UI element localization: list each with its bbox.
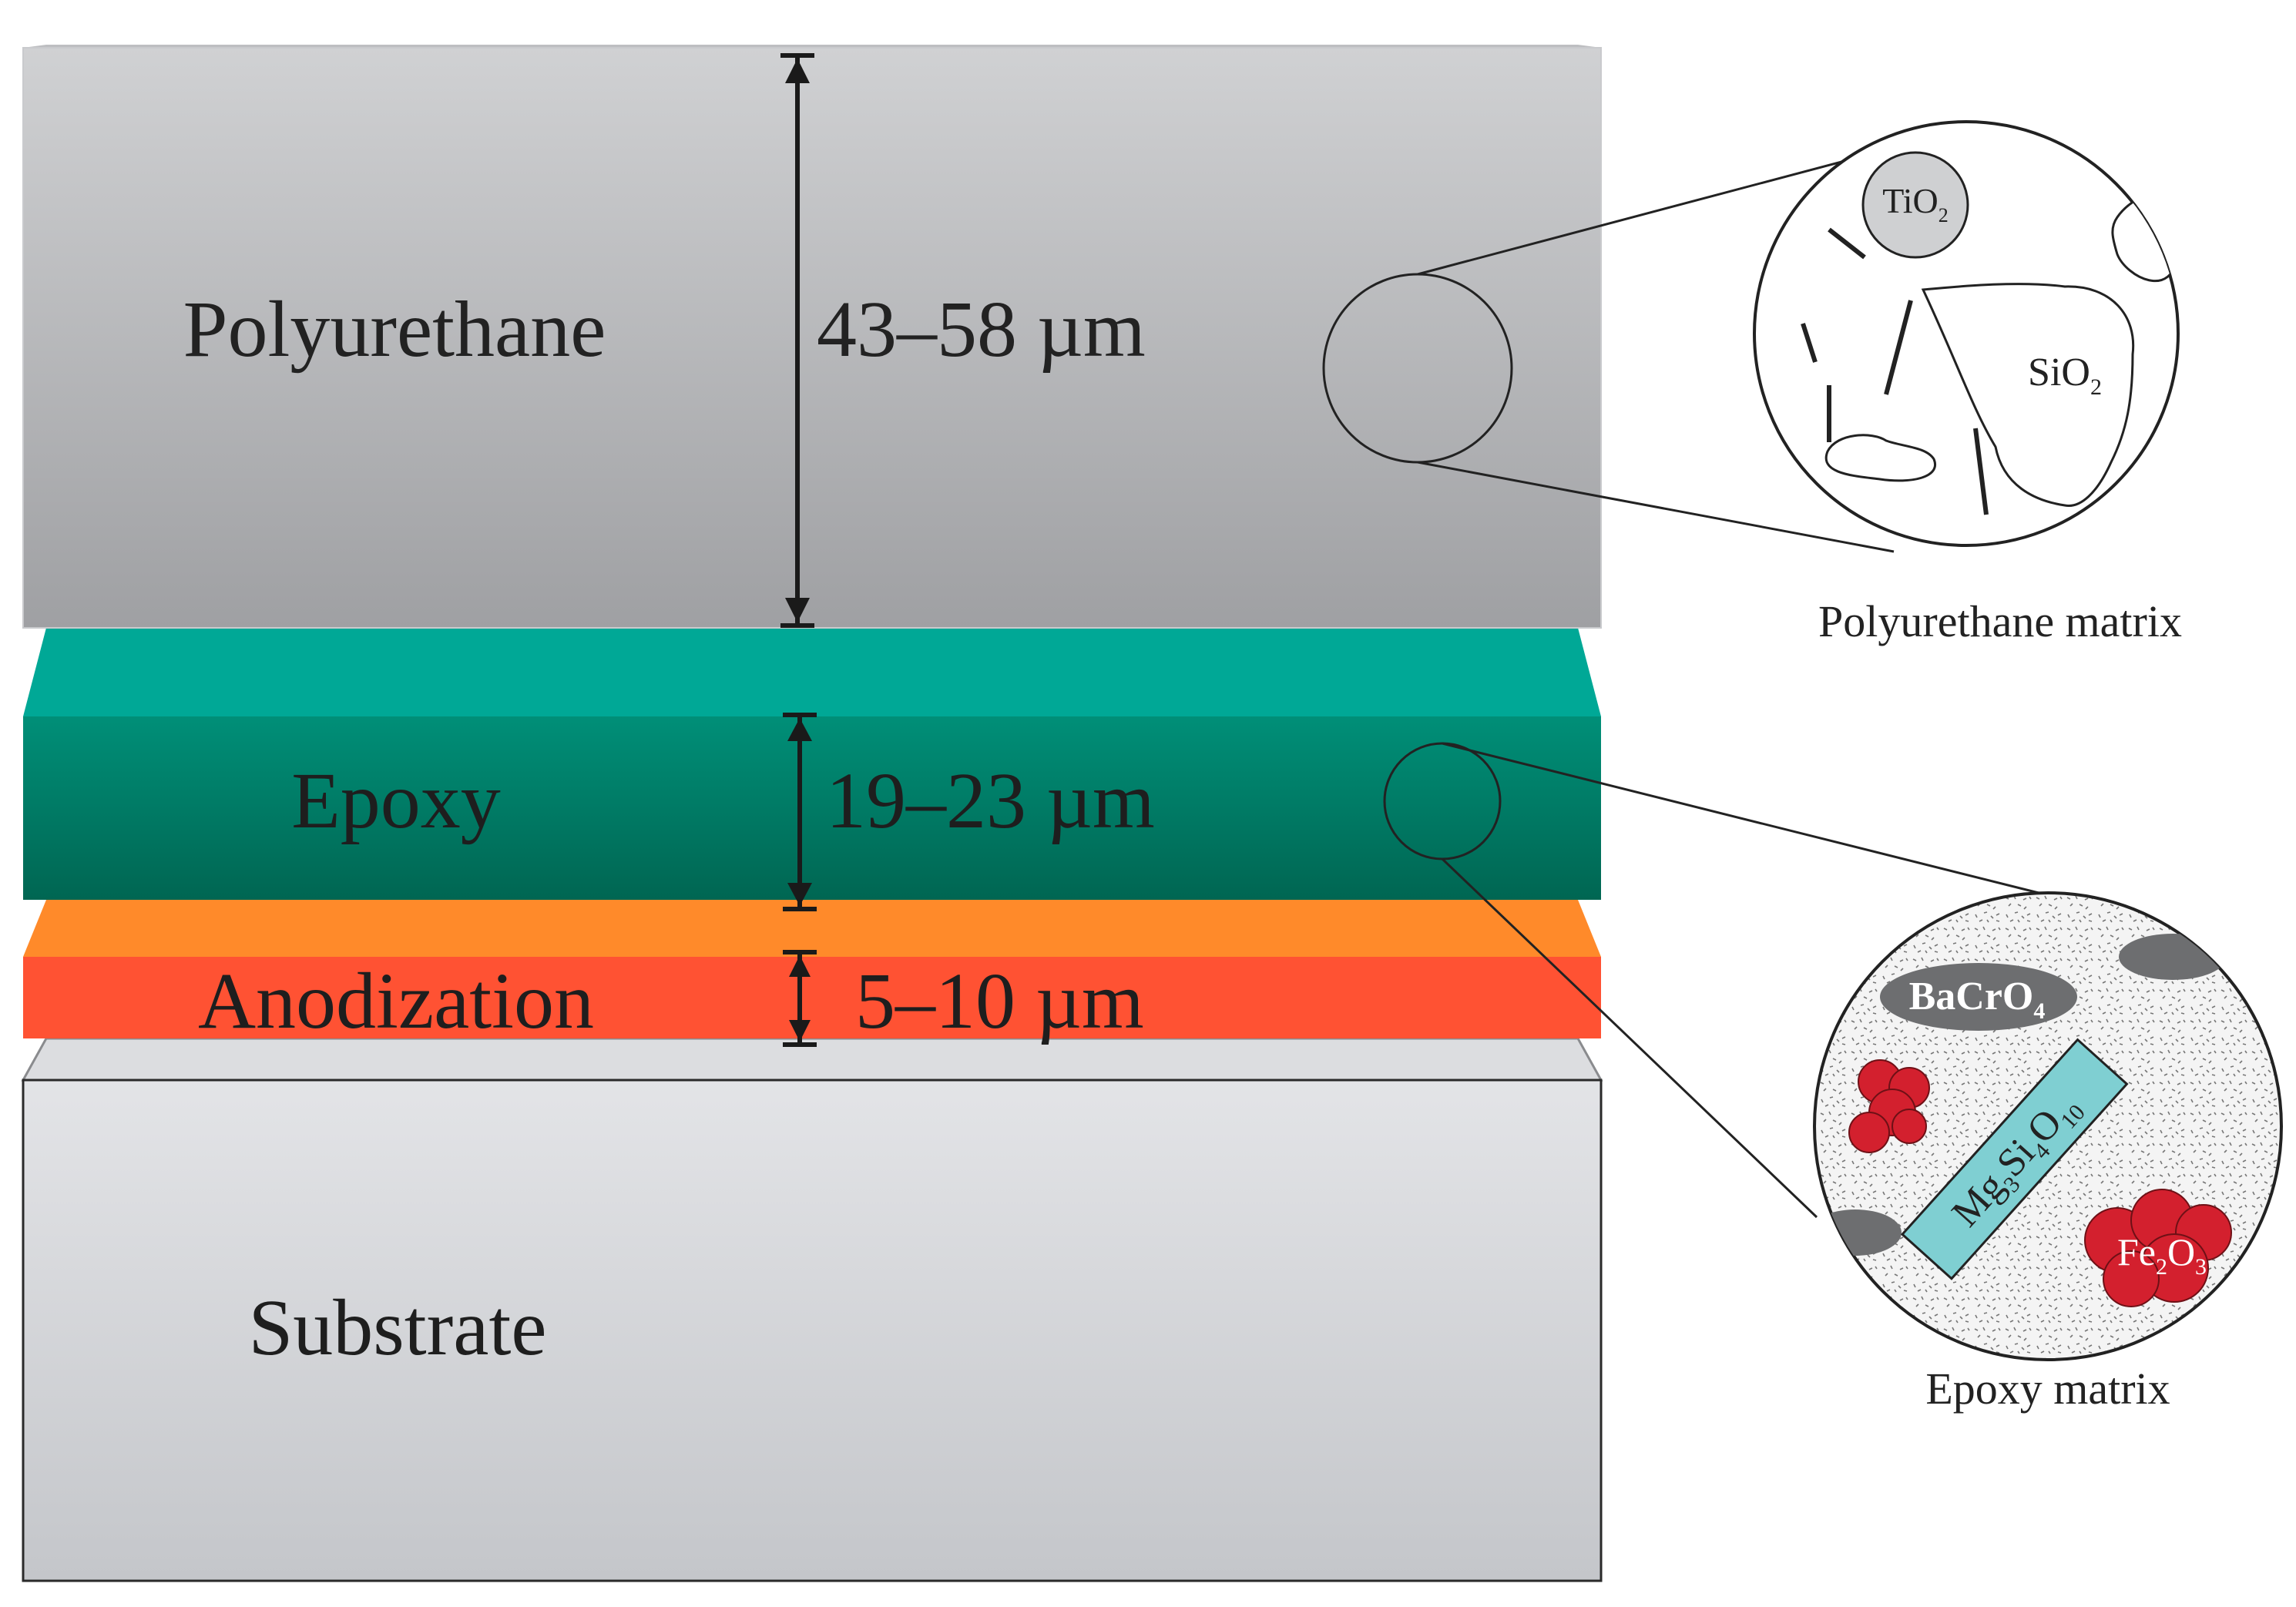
anodization-label: Anodization (198, 957, 594, 1045)
tio2-label: TiO2 (1882, 181, 1948, 226)
substrate-label: Substrate (248, 1283, 546, 1372)
sio2-particle (1921, 283, 2135, 507)
epoxy-matrix-circle: BaCrO4 Mg3Si4O10 Fe2O3 (1813, 891, 2283, 1361)
polyurethane-matrix-caption: Polyurethane matrix (1818, 596, 2182, 646)
bacro4-label: BaCrO4 (1909, 975, 2046, 1024)
polyurethane-zoom-marker (1322, 146, 1895, 553)
mg3si4o10-particle: Mg3Si4O10 (1900, 1038, 2129, 1280)
sio2-label: SiO2 (2028, 351, 2102, 400)
polyurethane-matrix-circle: TiO2 SiO2 (1753, 120, 2180, 547)
fe2o3-particle (2084, 1189, 2232, 1307)
epoxy-label: Epoxy (291, 757, 501, 845)
epoxy-zoom-marker (1383, 742, 2043, 1219)
anodization-layer (23, 900, 1601, 1038)
polyurethane-label: Polyurethane (183, 285, 606, 374)
bacro4-particle (1880, 963, 2077, 1031)
substrate-layer (21, 1037, 1603, 1582)
polyurethane-thickness-arrow (780, 53, 814, 628)
anodization-thickness-arrow (783, 950, 817, 1047)
polyurethane-thickness-label: 43–58 µm (817, 285, 1146, 374)
epoxy-matrix-caption: Epoxy matrix (1925, 1364, 2170, 1414)
bacro4-particle-left (1814, 1209, 1902, 1256)
epoxy-thickness-label: 19–23 µm (826, 757, 1155, 845)
irregular-particle-left (1824, 434, 1937, 482)
polyurethane-layer (22, 45, 1602, 629)
epoxy-layer (23, 628, 1601, 900)
anodization-thickness-label: 5–10 µm (855, 957, 1144, 1045)
tio2-particle (1861, 151, 1969, 259)
epoxy-thickness-arrow (783, 713, 817, 911)
fe2o3-label: Fe2O3 (2117, 1230, 2207, 1280)
fe2o3-cluster-left (1848, 1059, 1930, 1153)
